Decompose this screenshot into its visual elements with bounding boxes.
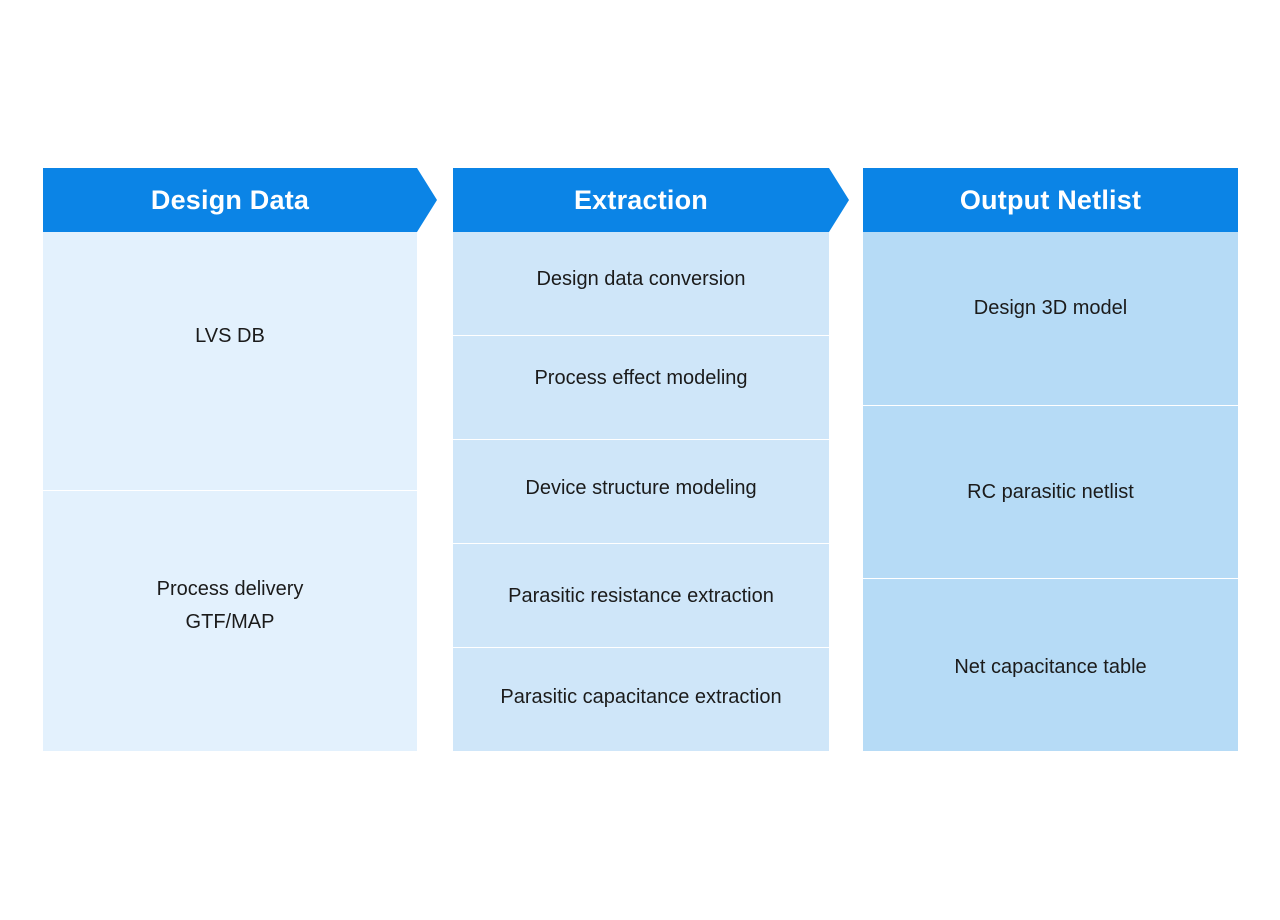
cell-label: RC parasitic netlist [967, 480, 1134, 503]
column-body-design-data: LVS DB Process delivery GTF/MAP [43, 232, 417, 751]
cell-net-capacitance-table: Net capacitance table [863, 578, 1238, 751]
cell-label: Parasitic capacitance extraction [500, 686, 782, 708]
column-body-extraction: Design data conversion Process effect mo… [453, 232, 829, 751]
column-header-design-data: Design Data [43, 168, 437, 232]
cell-label: Device structure modeling [525, 477, 757, 499]
cell-label: Process delivery [156, 578, 304, 600]
arrow-right-icon [829, 168, 849, 232]
cell-label: Design data conversion [536, 268, 746, 290]
cell-label: Parasitic resistance extraction [508, 585, 774, 607]
column-header-extraction: Extraction [453, 168, 849, 232]
cell-label-line-2: GTF/MAP [185, 611, 275, 633]
column-body-output-netlist: Design 3D model RC parasitic netlist Net… [863, 232, 1238, 751]
cell-process-delivery: Process delivery GTF/MAP [43, 490, 417, 751]
cell-label: Process effect modeling [534, 367, 748, 389]
cell-process-effect-modeling: Process effect modeling [453, 335, 829, 439]
column-title-design-data: Design Data [150, 184, 310, 215]
column-output-netlist: Output Netlist Design 3D model RC parasi… [863, 168, 1238, 751]
column-title-extraction: Extraction [573, 184, 709, 215]
column-extraction: Extraction Design data conversion Proces… [453, 168, 849, 751]
cell-design-3d-model: Design 3D model [863, 232, 1238, 405]
cell-parasitic-resistance-extraction: Parasitic resistance extraction [453, 543, 829, 647]
cell-parasitic-capacitance-extraction: Parasitic capacitance extraction [453, 647, 829, 751]
cell-lvs-db: LVS DB [43, 232, 417, 490]
cell-device-structure-modeling: Device structure modeling [453, 439, 829, 543]
cell-label: LVS DB [195, 324, 265, 347]
arrow-right-icon [417, 168, 437, 232]
column-design-data: Design Data LVS DB Process delivery GTF/… [43, 168, 437, 751]
cell-rc-parasitic-netlist: RC parasitic netlist [863, 405, 1238, 578]
cell-label: Design 3D model [973, 297, 1128, 319]
cell-design-data-conversion: Design data conversion [453, 232, 829, 335]
column-header-output-netlist: Output Netlist [863, 168, 1238, 232]
cell-label: Net capacitance table [954, 655, 1147, 678]
column-title-output-netlist: Output Netlist [959, 184, 1142, 215]
